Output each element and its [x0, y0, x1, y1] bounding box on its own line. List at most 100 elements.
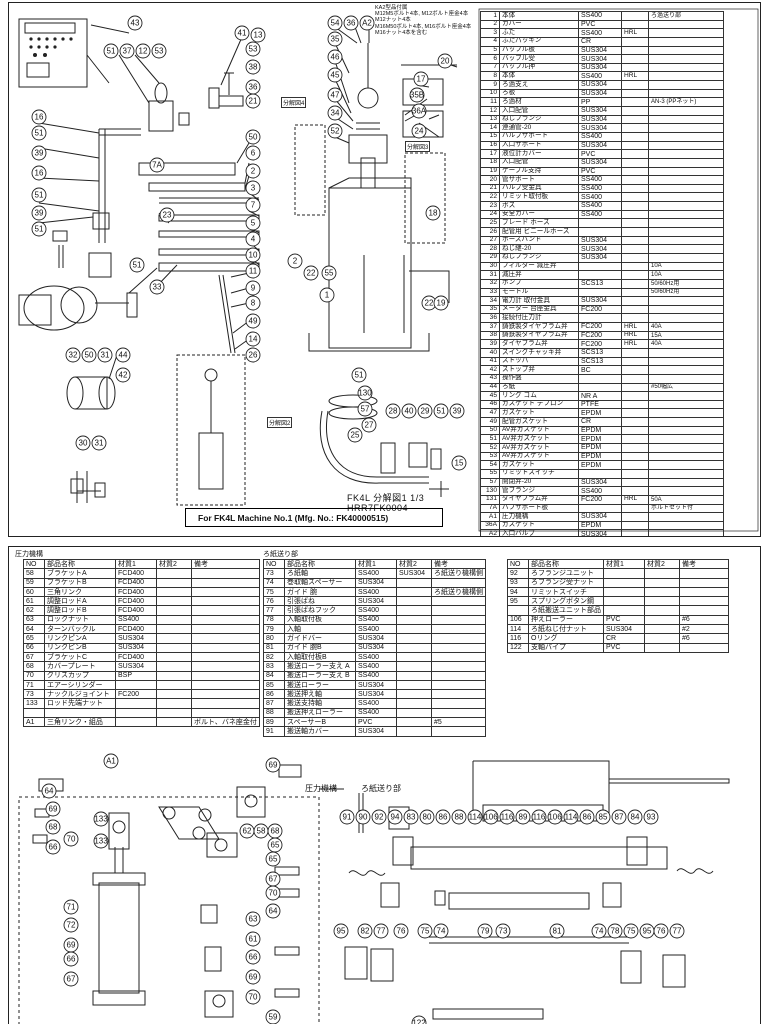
parts-cell-no: 17: [480, 149, 500, 159]
parts-cell-name: ダイヤフラム弁: [499, 339, 579, 349]
balloon-circle: [627, 809, 643, 825]
parts-cell-rem: [648, 149, 724, 159]
parts-cell-no: 27: [480, 235, 500, 246]
balloon-circle: [321, 265, 337, 281]
balloon-circle: [287, 253, 303, 269]
parts-cell-rem: [648, 19, 724, 30]
parts-cell-rem: [648, 28, 724, 38]
parts-cell-name: ろ板: [499, 88, 579, 99]
balloon-number: 122: [412, 1019, 426, 1024]
balloon-circle: [245, 247, 261, 263]
parts-cell-rem: [648, 399, 724, 410]
balloon-circle: [63, 971, 79, 987]
balloon-number: 62: [243, 827, 252, 836]
parts-cell-name: モートル: [499, 287, 579, 298]
balloon-number: 7: [251, 201, 256, 210]
balloon-circle: [483, 809, 499, 825]
balloon-circle: [357, 923, 373, 939]
parts-cell-mat: [578, 373, 622, 384]
parts-cell-name: フィルター 減圧弁: [499, 261, 579, 272]
note-line: M12ナット4本: [375, 17, 411, 24]
parts-cell-mat: SUS304: [578, 252, 622, 263]
balloon-number: 4: [251, 235, 256, 244]
balloon-circle: [449, 403, 465, 419]
parts-cell-mat: CR: [578, 417, 622, 427]
parts-cell-rem: [648, 443, 724, 453]
balloon-number: 35: [331, 35, 340, 44]
balloon-circle: [425, 205, 441, 221]
balloon-number: 36: [347, 19, 356, 28]
balloon-circle: [319, 287, 335, 303]
parts-cell-m2: [621, 425, 649, 436]
parts-cell-mat: [578, 218, 622, 228]
parts-cell-mat: SCS13: [578, 348, 622, 358]
balloon-number: 114: [469, 813, 482, 822]
parts-cell-name: カバー: [499, 19, 579, 30]
parts-cell-m2: [621, 157, 649, 168]
parts-cell-m2: [621, 62, 649, 73]
balloon-circle: [653, 923, 669, 939]
balloon-number: 12: [139, 47, 148, 56]
balloon-number: 51: [35, 191, 44, 200]
balloon-number: 83: [407, 813, 416, 822]
parts-cell-m2: [621, 529, 649, 536]
parts-cell-mat: [578, 287, 622, 298]
balloon-number: 51: [35, 129, 44, 138]
parts-cell-m2: [621, 278, 649, 289]
parts-cell-m2: HRL: [621, 71, 649, 82]
parts-cell-rem: [648, 157, 724, 168]
parts-cell-rem: [648, 140, 724, 151]
parts-cell-mat: BC: [578, 365, 622, 375]
parts-cell-name: リミットスイッチ: [499, 468, 579, 479]
parts-cell-m2: HRL: [621, 330, 649, 341]
balloon-number: 52: [331, 127, 340, 136]
parts-cell-mat: SUS304: [578, 114, 622, 125]
balloon-number: 14: [249, 335, 258, 344]
balloon-circle: [451, 809, 467, 825]
balloon-number: 69: [249, 973, 258, 982]
parts-cell-name: ろ紙: [499, 382, 579, 393]
parts-cell-no: 36A: [480, 520, 500, 531]
balloon-number: 65: [271, 841, 280, 850]
balloon-circle: [81, 347, 97, 363]
balloon-number: A2: [362, 19, 372, 28]
balloon-circle: [245, 231, 261, 247]
parts-cell-m2: [621, 88, 649, 99]
parts-cell-mat: EPDM: [578, 451, 622, 462]
parts-cell-no: 54: [480, 460, 500, 470]
balloon-circle: [245, 969, 261, 985]
parts-cell-mat: SS400: [578, 71, 622, 82]
parts-cell-name: 操作盤: [499, 373, 579, 384]
parts-cell-name: AV弁ガスケット: [499, 443, 579, 453]
balloon-number: 67: [269, 875, 278, 884]
parts-cell-name: ホースバンド: [499, 235, 579, 246]
parts-cell-name: メーター 台座金具: [499, 304, 579, 315]
balloon-circle: [477, 923, 493, 939]
parts-cell-m2: [621, 434, 649, 445]
parts-cell-name: ガスケット: [499, 520, 579, 531]
parts-cell-m2: [621, 209, 649, 220]
parts-cell-name: 開閉弁-20: [499, 477, 579, 488]
balloon-circle: [327, 49, 343, 65]
parts-cell-m2: [621, 106, 649, 116]
parts-cell-m2: [621, 19, 649, 30]
parts-cell-mat: PVC: [578, 166, 622, 177]
balloon-circle: [411, 123, 427, 139]
balloon-circle: [547, 809, 563, 825]
balloon-circle: [371, 809, 387, 825]
balloon-number: 72: [67, 921, 76, 930]
